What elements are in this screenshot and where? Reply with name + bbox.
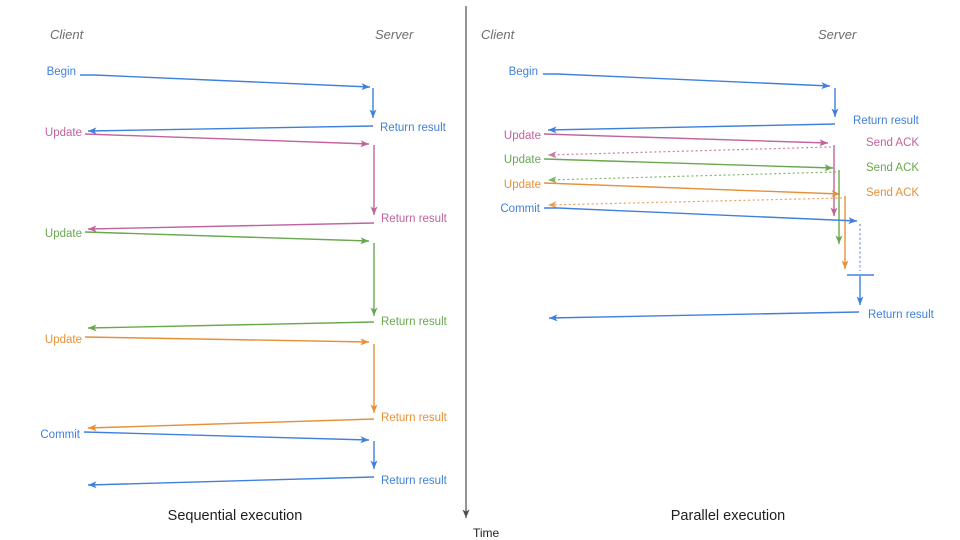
seq-message-update2: Update Return result — [45, 228, 448, 332]
par-commit-response-label: Return result — [868, 309, 935, 321]
seq-begin-request-line — [80, 74, 371, 91]
seq-message-commit: Commit Return result — [40, 429, 448, 489]
seq-server-column-header: Server — [375, 27, 414, 42]
par-commit-response-line — [548, 311, 860, 322]
seq-update3-response-label: Return result — [381, 412, 448, 424]
panel-sequential: Client Server Begin Return result Update… — [40, 27, 447, 524]
par-begin-response-line — [547, 123, 836, 134]
par-begin-label: Begin — [509, 66, 538, 78]
seq-update3-response-line — [87, 418, 375, 432]
seq-commit-request-line — [83, 431, 370, 444]
seq-message-update1: Update Return result — [45, 127, 448, 233]
par-message-begin: Begin Return result — [509, 66, 920, 134]
panel-parallel: Client Server Begin Return result Update… — [481, 27, 935, 524]
par-update2-ack-line — [547, 171, 837, 184]
par-update1-ack-line — [547, 146, 832, 159]
time-axis: Time — [462, 6, 500, 540]
seq-panel-title: Sequential execution — [168, 508, 303, 524]
seq-update2-response-label: Return result — [381, 316, 448, 328]
seq-update1-request-line — [84, 133, 370, 148]
time-axis-label: Time — [473, 526, 500, 540]
par-update1-label: Update — [504, 130, 541, 142]
par-begin-request-line — [543, 73, 831, 90]
par-message-update1: Update Send ACK — [504, 130, 919, 216]
seq-message-update3: Update Return result — [45, 334, 448, 432]
seq-client-column-header: Client — [50, 27, 85, 42]
par-update3-request-line — [543, 182, 841, 198]
seq-update2-response-line — [87, 321, 375, 332]
seq-commit-response-line — [87, 476, 375, 489]
par-begin-response-label: Return result — [853, 115, 920, 127]
par-server-column-header: Server — [818, 27, 857, 42]
seq-update2-request-line — [84, 231, 370, 245]
seq-update1-response-line — [87, 222, 375, 233]
par-update1-ack-label: Send ACK — [866, 137, 919, 149]
par-message-update2: Update Send ACK — [504, 154, 919, 244]
par-message-update3: Update Send ACK — [504, 179, 919, 269]
seq-update3-label: Update — [45, 334, 82, 346]
seq-message-begin: Begin Return result — [47, 66, 447, 135]
seq-begin-label: Begin — [47, 66, 76, 78]
seq-commit-label: Commit — [40, 429, 80, 441]
par-update1-request-line — [543, 133, 829, 147]
par-commit-label: Commit — [500, 203, 540, 215]
par-update3-ack-label: Send ACK — [866, 187, 919, 199]
seq-update3-request-line — [84, 336, 370, 346]
par-update2-request-line — [543, 158, 834, 172]
par-update2-ack-label: Send ACK — [866, 162, 919, 174]
seq-update1-label: Update — [45, 127, 82, 139]
par-commit-request-line — [544, 207, 858, 225]
seq-begin-response-label: Return result — [380, 122, 447, 134]
par-update2-label: Update — [504, 154, 541, 166]
seq-begin-response-line — [87, 125, 374, 135]
seq-update1-response-label: Return result — [381, 213, 448, 225]
par-update3-ack-line — [547, 197, 843, 209]
par-update3-label: Update — [504, 179, 541, 191]
par-panel-title: Parallel execution — [671, 508, 785, 524]
par-client-column-header: Client — [481, 27, 516, 42]
seq-update2-label: Update — [45, 228, 82, 240]
seq-commit-response-label: Return result — [381, 475, 448, 487]
par-message-commit: Commit Return result — [500, 203, 935, 322]
